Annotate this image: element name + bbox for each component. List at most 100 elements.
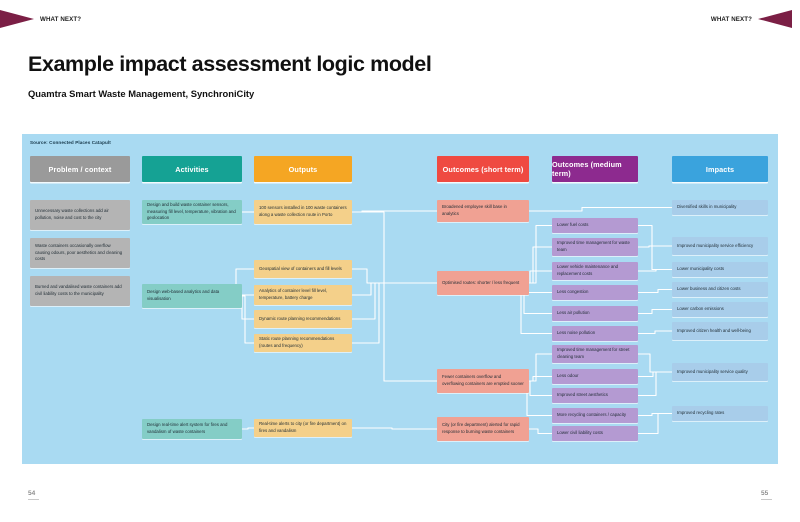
node-medium-11: Lower civil liability costs (552, 426, 638, 441)
connector (352, 427, 437, 430)
node-medium-7: Improved time management for street clea… (552, 345, 638, 363)
connector (529, 353, 552, 382)
connector (529, 375, 552, 382)
connector (352, 282, 437, 296)
connector (638, 353, 672, 373)
node-label: Analytics of container level fill level,… (259, 288, 328, 300)
connector (529, 224, 552, 284)
column-header-outputs: Outputs (254, 156, 352, 182)
node-label: Improved municipality service quality (677, 368, 748, 374)
node-label: Broadened employee skill base in analyti… (442, 204, 507, 216)
node-outputs-2: Geospatial view of containers and fill l… (254, 260, 352, 278)
page-number-left-value: 54 (28, 489, 36, 497)
column-header-label: Impacts (705, 164, 735, 174)
node-short-2: Optimised routes: shorter / less frequen… (437, 271, 529, 295)
column-header-activities: Activities (142, 156, 242, 182)
node-medium-5: Less air pollution (552, 306, 638, 321)
node-label: Improved municipality service efficiency (677, 242, 754, 248)
node-label: Design web-based analytics and data visu… (147, 289, 220, 301)
node-label: Less congestion (557, 289, 589, 295)
node-label: Improved citizen health and well-being (677, 327, 751, 333)
connector (241, 296, 254, 320)
node-outputs-3: Analytics of container level fill level,… (254, 285, 352, 305)
node-impacts-2: Improved municipality service efficiency (672, 237, 768, 255)
node-impacts-7: Improved municipality service quality (672, 363, 768, 381)
connector (638, 371, 672, 378)
connector (352, 211, 437, 382)
connector (638, 288, 672, 294)
node-label: Less air pollution (557, 310, 590, 316)
node-activities-2: Design web-based analytics and data visu… (142, 284, 242, 308)
connector (638, 268, 672, 272)
node-label: Lower municipality costs (677, 266, 725, 272)
node-label: Diversified skills in municipality (677, 204, 737, 210)
column-header-label: Problem / context (48, 164, 112, 174)
node-label: Less odour (557, 373, 579, 379)
connector (529, 428, 552, 435)
connector (529, 380, 552, 397)
connector (352, 282, 437, 320)
connector-lines (235, 206, 672, 435)
column-header-impacts: Impacts (672, 156, 768, 182)
node-label: Design real-time alert system for fires … (147, 422, 228, 434)
folio-rule (28, 498, 39, 500)
node-label: Lower civil liability costs (557, 430, 603, 436)
column-header-problem: Problem / context (30, 156, 130, 182)
triangle-icon (0, 10, 34, 28)
node-outputs-4: Dynamic route planning recommendations (254, 310, 352, 328)
source-credit: Source: Connected Places Catapult (30, 140, 111, 145)
node-impacts-3: Lower municipality costs (672, 262, 768, 277)
connector (242, 427, 254, 430)
page-subtitle: Quamtra Smart Waste Management, Synchron… (28, 88, 255, 99)
node-problem-1: Unnecessary waste collections add air po… (30, 200, 130, 230)
column-header-short: Outcomes (short term) (437, 156, 529, 182)
node-label: Static route planning recommendations (r… (259, 336, 335, 348)
node-activities-1: Design and build waste container sensors… (142, 200, 242, 224)
connector (526, 282, 552, 294)
node-label: Unnecessary waste collections add air po… (35, 208, 109, 220)
node-label: Optimised routes: shorter / less frequen… (442, 279, 520, 285)
column-header-label: Outcomes (short term) (442, 164, 524, 174)
node-medium-10: More recycling containers / capacity (552, 408, 638, 423)
node-label: Geospatial view of containers and fill l… (259, 265, 342, 271)
node-label: City (or fire department) alerted for ra… (442, 422, 520, 434)
node-medium-6: Less noise pollution (552, 326, 638, 341)
connector (638, 245, 672, 248)
node-outputs-5: Static route planning recommendations (r… (254, 334, 352, 352)
connector (242, 295, 254, 344)
connector (529, 246, 552, 284)
node-label: Less noise pollution (557, 330, 596, 336)
node-activities-3: Design real-time alert system for fires … (142, 419, 242, 439)
connector (529, 270, 552, 284)
node-label: Fewer containers overflow and overflowin… (442, 374, 524, 386)
node-medium-2: Improved time management for waste team (552, 238, 638, 256)
node-impacts-5: Lower carbon emissions (672, 302, 768, 317)
node-impacts-4: Lower business and citizen costs (672, 282, 768, 297)
page-number-left: 54 (28, 490, 39, 500)
node-impacts-1: Diversified skills in municipality (672, 200, 768, 215)
column-header-label: Outcomes (medium term) (552, 160, 622, 178)
column-header-medium: Outcomes (medium term) (552, 156, 638, 182)
node-impacts-8: Improved recycling rates (672, 406, 768, 421)
node-short-3: Fewer containers overflow and overflowin… (437, 369, 529, 393)
node-label: Improved recycling rates (677, 410, 725, 416)
page-title: Example impact assessment logic model (28, 52, 432, 76)
node-label: Lower vehicle maintenance and replacemen… (557, 264, 619, 276)
connector (638, 371, 672, 397)
corner-marker-left: WHAT NEXT? (0, 10, 81, 28)
node-label: Burned and vandalised waste containers a… (35, 284, 122, 296)
node-problem-2: Waste containers occasionally overflow c… (30, 238, 130, 268)
connector (638, 412, 672, 435)
node-label: Improved time management for street clea… (557, 347, 630, 359)
node-label: Improved time management for waste team (557, 240, 630, 252)
node-label: Lower carbon emissions (677, 306, 724, 312)
connector (352, 268, 437, 284)
node-medium-1: Lower fuel costs (552, 218, 638, 233)
logic-model-diagram: Source: Connected Places Catapult Proble… (22, 134, 778, 464)
node-label: Waste containers occasionally overflow c… (35, 242, 123, 262)
node-problem-3: Burned and vandalised waste containers a… (30, 276, 130, 306)
column-header-label: Outputs (288, 164, 318, 174)
column-header-label: Activities (175, 164, 209, 174)
page-number-right-value: 55 (761, 489, 769, 497)
node-medium-3: Lower vehicle maintenance and replacemen… (552, 262, 638, 280)
